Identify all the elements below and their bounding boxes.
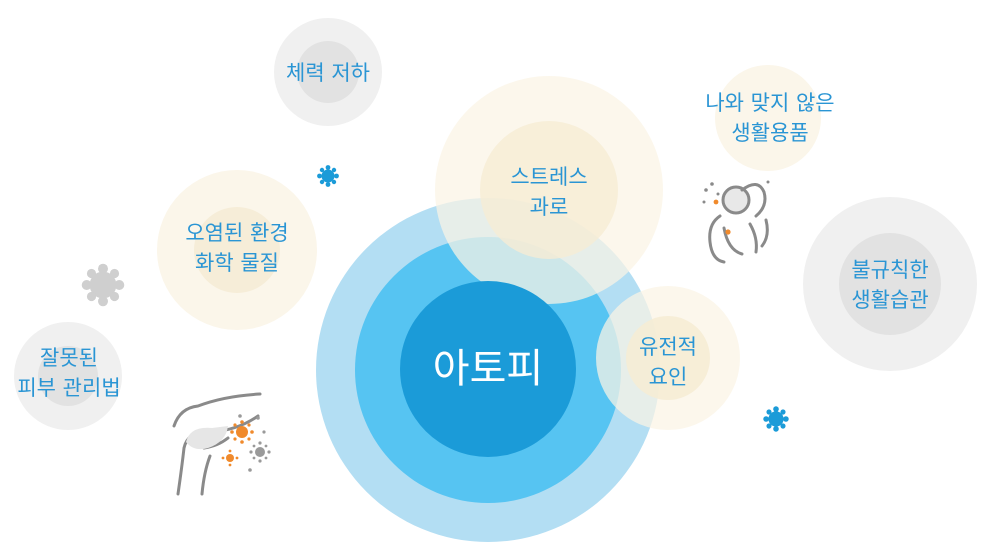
pollution-line2: 화학 물질 (195, 251, 279, 275)
genetics-label: 유전적 요인 (608, 332, 728, 392)
scratching-arm-icon (172, 392, 271, 496)
pollution-line1: 오염된 환경 (185, 221, 289, 245)
habits-line2: 생활습관 (851, 288, 929, 312)
stress-circle-inner (480, 121, 618, 259)
habits-line1: 불규칙한 (851, 258, 929, 282)
products-line2: 생활용품 (731, 121, 809, 145)
skincare-line2: 피부 관리법 (17, 376, 121, 400)
skincare-circle-inner (38, 346, 98, 406)
skincare-label: 잘못된 피부 관리법 (0, 343, 138, 403)
stress-line1: 스트레스 (510, 165, 588, 189)
atopy-circle-inner (400, 281, 576, 457)
products-line1: 나와 맞지 않은 (705, 91, 835, 115)
skincare-line1: 잘못된 (40, 346, 98, 370)
products-circle-outer (715, 65, 821, 171)
genetics-circle-inner (626, 316, 710, 400)
stress-label: 스트레스 과로 (469, 162, 629, 222)
stamina-label: 체력 저하 (258, 58, 398, 88)
habits-label: 불규칙한 생활습관 (810, 255, 970, 315)
virus-icon (81, 263, 125, 307)
virus-icon (317, 165, 339, 187)
scratching-neck-icon (702, 180, 770, 264)
habits-circle-inner (839, 233, 941, 335)
products-label: 나와 맞지 않은 생활용품 (680, 88, 860, 148)
genetics-line1: 유전적 (639, 335, 697, 359)
genetics-line2: 요인 (648, 365, 688, 389)
stress-line2: 과로 (529, 195, 569, 219)
atopy-label: 아토피 (432, 346, 544, 392)
virus-icon (763, 406, 789, 432)
pollution-circle-inner (194, 207, 280, 293)
stamina-circle-inner (297, 41, 359, 103)
pollution-label: 오염된 환경 화학 물질 (152, 218, 322, 278)
stamina-line1: 체력 저하 (286, 61, 370, 85)
